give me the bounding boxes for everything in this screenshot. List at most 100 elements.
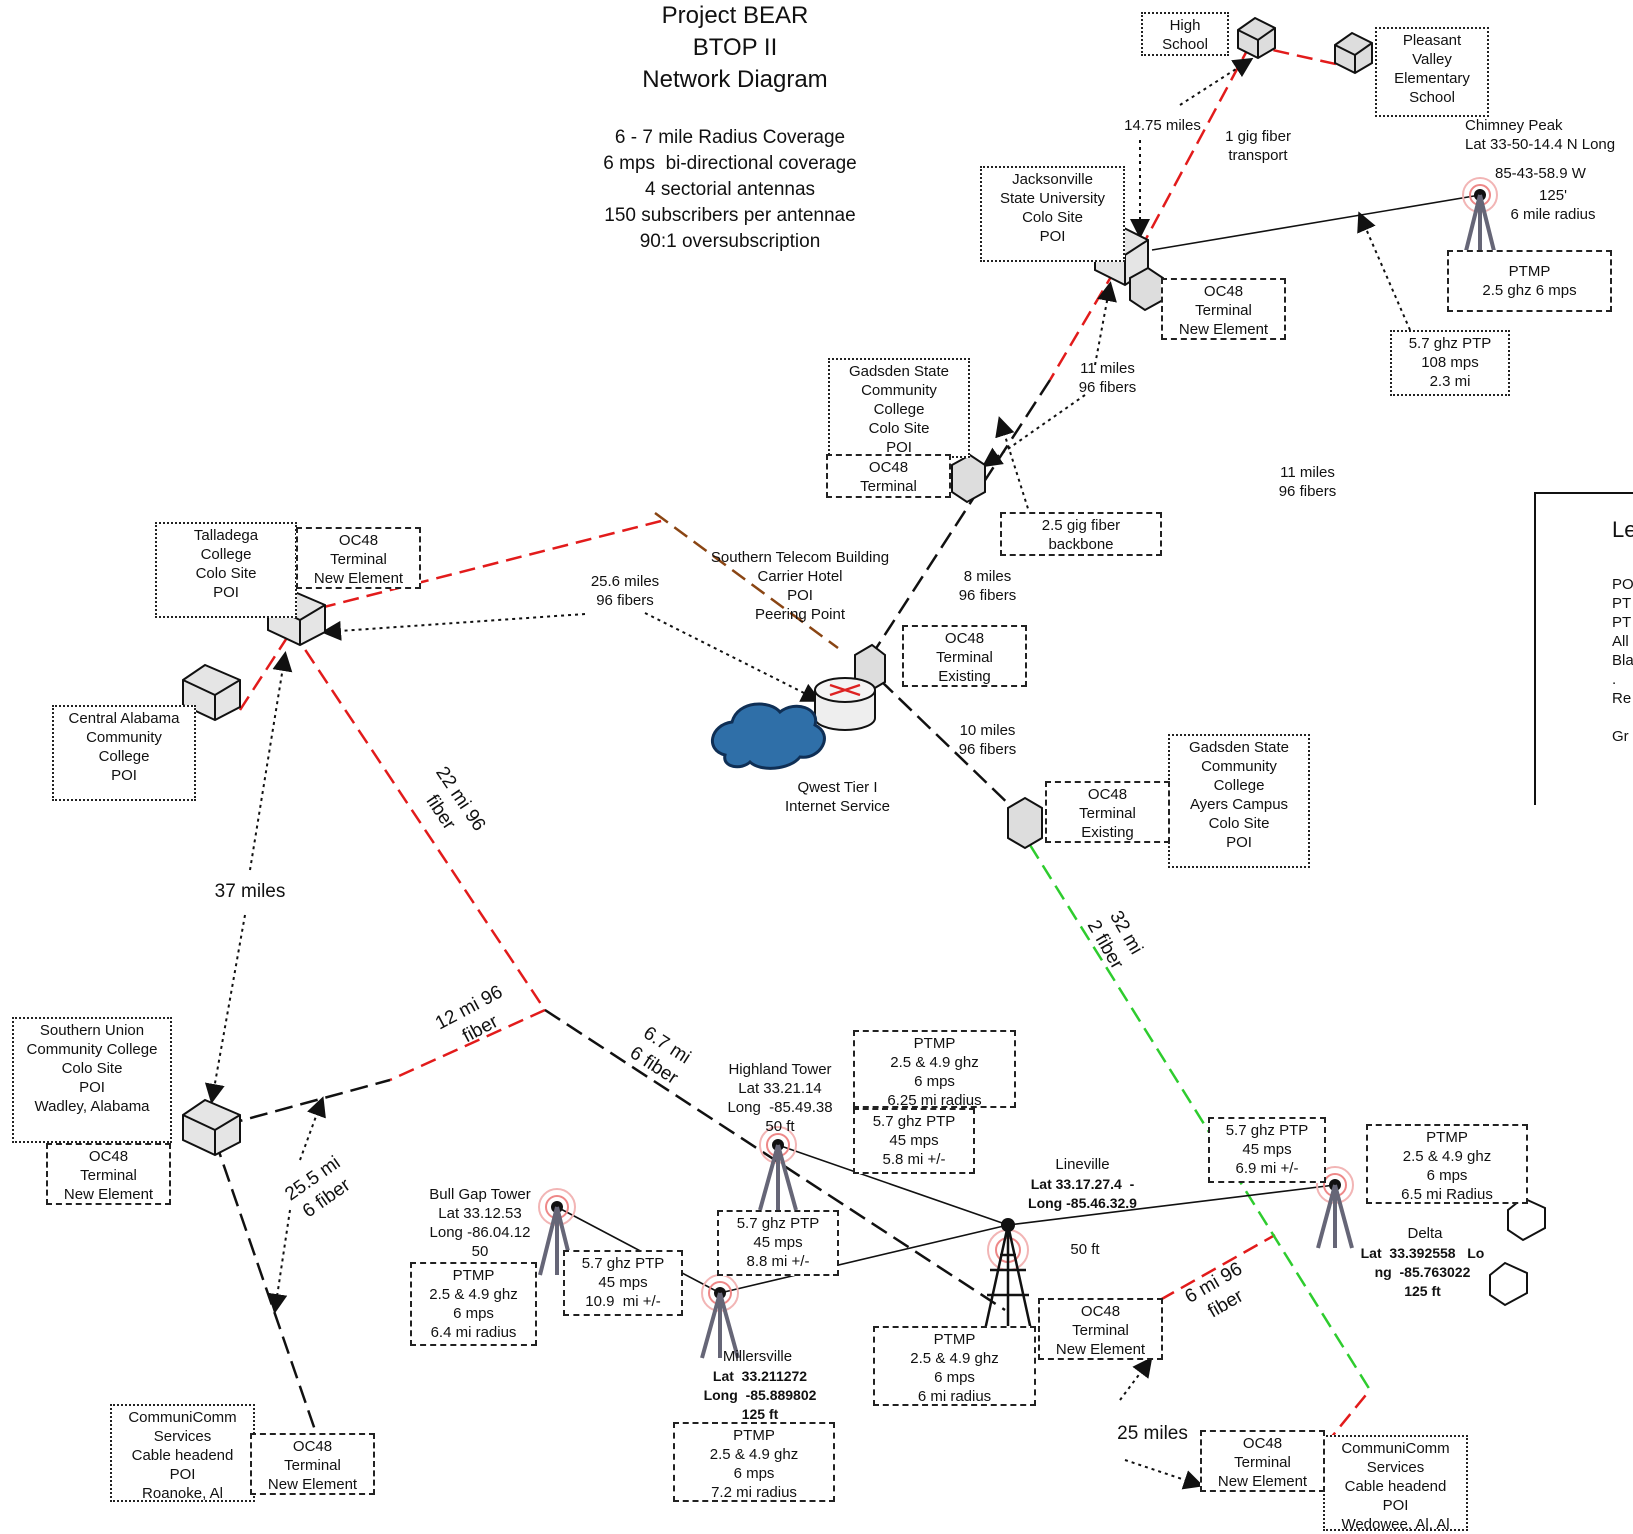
arrow-255-down (267, 1209, 291, 1314)
tower-highland-ptmp: PTMP 2.5 & 4.9 ghz 6 mps 6.25 mi radius (853, 1030, 1016, 1109)
fiber-line-lineville-east (1159, 1233, 1276, 1302)
link-25mi: 25 miles (1117, 1423, 1188, 1444)
tower-bullgap-ptp: 5.7 ghz PTP 45 mps 10.9 mi +/- (563, 1250, 683, 1316)
wireless-link-lineville-delta (1007, 1184, 1336, 1226)
link-2-5gig: 2.5 gig fiber backbone (1000, 512, 1162, 556)
tower-millersville-ptmp: PTMP 2.5 & 4.9 ghz 6 mps 7.2 mi radius (673, 1422, 835, 1502)
terminal-roanoke-label: OC48 Terminal New Element (250, 1433, 375, 1495)
link-25-6mi: 25.6 miles 96 fibers (590, 573, 660, 609)
tower-lineville-icon (983, 1218, 1033, 1331)
spec-line-4: 150 subscribers per antennae (604, 205, 856, 226)
site-jsu: Jacksonville State University Colo Site … (980, 166, 1125, 262)
wireless-link-millersville-lineville (719, 1224, 1009, 1294)
tower-delta-icon (1316, 1166, 1354, 1249)
arrow-25gig (995, 416, 1031, 516)
tower-mill-ptp: 5.7 ghz PTP 45 mps 8.8 mi +/- (717, 1210, 839, 1276)
house-icon-1 (1507, 1196, 1546, 1242)
tower-delta-ptp: 5.7 ghz PTP 45 mps 6.9 mi +/- (1208, 1117, 1326, 1183)
fiber-line-gadsden-telecom (873, 379, 1052, 651)
arrow-37-down (204, 914, 246, 1104)
tower-lineville-coords: Lat 33.17.27.4 - Long -85.46.32.9 (1028, 1176, 1137, 1211)
site-qwest: Qwest Tier I Internet Service (784, 779, 891, 815)
tower-highland-ptp: 5.7 ghz PTP 45 mps 5.8 mi +/- (853, 1108, 975, 1174)
terminal-talladega-label: OC48 Terminal New Element (296, 527, 421, 589)
site-gadsden-ayers: Gadsden State Community College Ayers Ca… (1168, 734, 1310, 868)
arrow-256-right (644, 612, 822, 702)
terminal-jsu-label: OC48 Terminal New Element (1161, 278, 1286, 340)
fiber-line-jsu-gadsden (1048, 269, 1117, 381)
arrow-11mi-down (981, 394, 1086, 468)
arrow-256-left (321, 613, 586, 641)
fiber-line-highschool-jsu (1138, 44, 1252, 251)
fiber-line-union-junction (224, 1078, 391, 1127)
title-line-3: Network Diagram (642, 66, 828, 93)
tower-bullgap-ptmp: PTMP 2.5 & 4.9 ghz 6 mps 6.4 mi radius (410, 1262, 537, 1346)
legend-frame (1534, 492, 1633, 805)
tower-millersville-name: Millersville (722, 1348, 793, 1365)
tower-chimney-coord: 85-43-58.9 W (1495, 165, 1586, 182)
house-icon-2 (1489, 1261, 1528, 1307)
fiber-line-green (1028, 844, 1372, 1391)
fiber-line-junction-union (389, 1008, 546, 1082)
tower-chimney-ptp: 5.7 ghz PTP 108 mps 2.3 mi (1390, 330, 1510, 396)
arrow-ptp-chimney (1357, 211, 1411, 331)
site-pleasant-valley: Pleasant Valley Elementary School (1375, 27, 1489, 117)
tower-lineville-ptmp: PTMP 2.5 & 4.9 ghz 6 mps 6 mi radius (873, 1326, 1036, 1406)
tower-chimney-name: Chimney Peak Lat 33-50-14.4 N Long (1465, 117, 1616, 153)
spec-line-1: 6 - 7 mile Radius Coverage (614, 127, 846, 148)
arrow-37-up (249, 651, 293, 871)
tower-millersville-coords: Lat 33.211272 Long -85.889802 125 ft (703, 1368, 817, 1422)
terminal-ayers-label: OC48 Terminal Existing (1045, 781, 1170, 843)
site-communicomm-wedowee: CommuniComm Services Cable headend POI W… (1323, 1435, 1468, 1533)
tower-lineville-name: Lineville (1055, 1156, 1110, 1173)
spec-line-3: 4 sectorial antennas (644, 179, 816, 200)
terminal-lineville-label: OC48 Terminal New Element (1038, 1298, 1163, 1360)
site-communicomm-roanoke: CommuniComm Services Cable headend POI R… (110, 1404, 255, 1502)
arrow-255-up (299, 1096, 326, 1161)
terminal-jsu-icon (1129, 266, 1164, 312)
terminal-southern-union-label: OC48 Terminal New Element (46, 1143, 171, 1205)
tower-chimney-peak-icon (1462, 177, 1498, 256)
site-central-alabama: Central Alabama Community College POI (52, 705, 196, 801)
building-high-school-icon (1237, 16, 1276, 60)
terminal-gadsden-icon (951, 453, 986, 504)
fiber-line-central-talladega (238, 629, 294, 711)
site-southern-union: Southern Union Community College Colo Si… (12, 1017, 172, 1143)
tower-chimney-height: 125' 6 mile radius (1510, 187, 1596, 223)
link-11mi-a: 11 miles 96 fibers (1078, 360, 1137, 396)
tower-delta-name: Delta (1407, 1225, 1443, 1242)
title-line-1: Project BEAR (661, 2, 809, 29)
link-14-75: 14.75 miles (1124, 117, 1201, 134)
fiber-line-telecom-ayers (879, 679, 1021, 816)
tower-bullgap-name: Bull Gap Tower Lat 33.12.53 Long -86.04.… (429, 1186, 531, 1260)
arrow-11mi-up (1094, 281, 1117, 366)
arrow-1475-up (1179, 57, 1254, 106)
link-11mi-b: 11 miles 96 fibers (1278, 464, 1337, 500)
arrow-25-up (1119, 1356, 1153, 1401)
tower-lineville-height: 50 ft (1070, 1241, 1100, 1258)
link-1gig: 1 gig fiber transport (1225, 128, 1291, 164)
building-southern-union-icon (182, 1098, 241, 1157)
wireless-link-highland-lineville (777, 1144, 1009, 1226)
site-gadsden-state: Gadsden State Community College Colo Sit… (828, 358, 970, 458)
link-8mi: 8 miles 96 fibers (958, 568, 1017, 604)
site-talladega: Talladega College Colo Site POI (155, 522, 297, 618)
terminal-ayers-icon (1007, 796, 1043, 850)
terminal-gadsden-label: OC48 Terminal (826, 454, 951, 498)
link-10mi: 10 miles 96 fibers (958, 722, 1017, 758)
link-37mi: 37 miles (214, 881, 286, 902)
site-high-school: High School (1141, 12, 1229, 56)
fiber-line-talladega-junction (290, 629, 547, 1011)
tower-highland-icon (758, 1126, 798, 1211)
building-pleasant-valley-icon (1334, 31, 1373, 75)
wireless-link-jsu-chimney (1151, 194, 1481, 251)
spec-line-5: 90:1 oversubscription (639, 231, 821, 252)
fiber-line-brown (654, 511, 839, 650)
site-southern-telecom: Southern Telecom Building Carrier Hotel … (710, 549, 890, 623)
router-icon (814, 677, 876, 731)
spec-line-2: 6 mps bi-directional coverage (603, 153, 857, 174)
tower-delta-coords: Lat 33.392558 Lo ng -85.763022 125 ft (1360, 1245, 1485, 1299)
fiber-line-talladega-telecom (319, 518, 666, 610)
legend-title: Le (1612, 517, 1633, 542)
terminal-wedowee-label: OC48 Terminal New Element (1200, 1430, 1325, 1492)
